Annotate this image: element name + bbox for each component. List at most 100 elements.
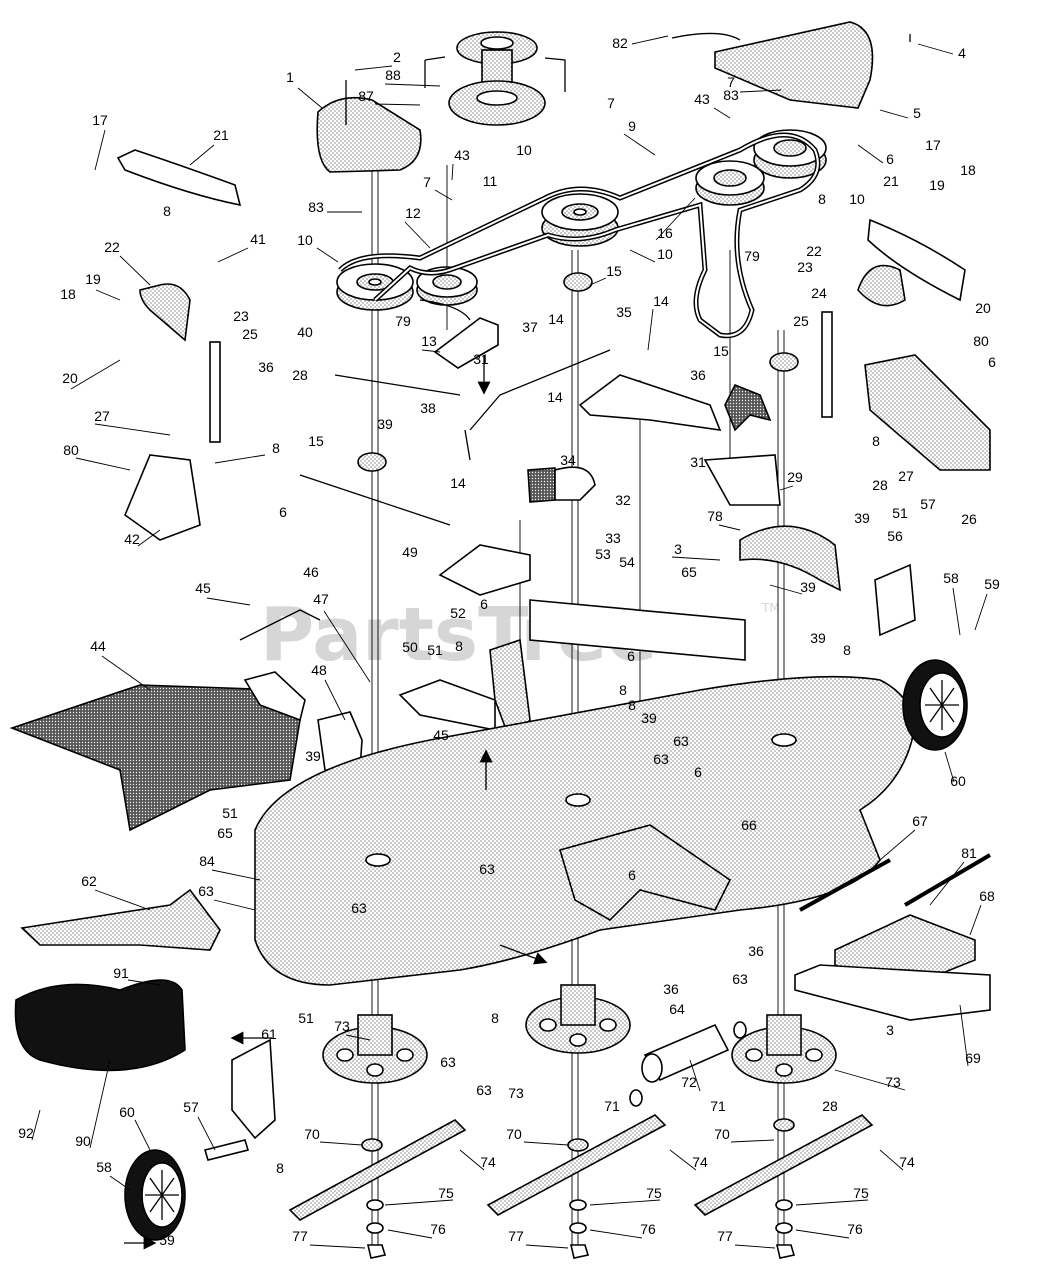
callout-73: 73: [508, 1085, 524, 1101]
callout-79: 79: [744, 248, 760, 264]
callout-8: 8: [818, 191, 826, 207]
callout-73: 73: [885, 1074, 901, 1090]
callout-57: 57: [920, 496, 936, 512]
callout-84: 84: [199, 853, 215, 869]
callout-3: 3: [886, 1022, 894, 1038]
callout-80: 80: [63, 442, 79, 458]
deflector-and-cover: [14, 888, 221, 1072]
callout-23: 23: [233, 308, 249, 324]
callout-51: 51: [222, 805, 238, 821]
direction-arrows: [124, 355, 772, 1250]
spindle-bearing-15-center: [563, 272, 593, 292]
callout-leader-lines: [31, 35, 988, 1249]
callout-36: 36: [690, 367, 706, 383]
callout-80: 80: [973, 333, 989, 349]
callout-10: 10: [297, 232, 313, 248]
callout-50: 50: [402, 639, 418, 655]
callout-22: 22: [104, 239, 120, 255]
callout-2: 2: [393, 49, 401, 65]
callout-75: 75: [438, 1185, 454, 1201]
wheel-right: [902, 659, 968, 751]
callout-81: 81: [961, 845, 977, 861]
callout-6: 6: [627, 648, 635, 664]
callout-63: 63: [351, 900, 367, 916]
callout-56: 56: [887, 528, 903, 544]
callout-20: 20: [975, 300, 991, 316]
callout-39: 39: [800, 579, 816, 595]
callout-25: 25: [793, 313, 809, 329]
callout-8: 8: [272, 440, 280, 456]
callout-74: 74: [899, 1154, 915, 1170]
callout-14: 14: [653, 293, 669, 309]
spindle-housings: [322, 984, 837, 1084]
callout-70: 70: [304, 1126, 320, 1142]
callout-53: 53: [595, 546, 611, 562]
callout-6: 6: [988, 354, 996, 370]
callout-37: 37: [522, 319, 538, 335]
callout-88: 88: [385, 67, 401, 83]
callout-51: 51: [892, 505, 908, 521]
callout-21: 21: [883, 173, 899, 189]
callout-52: 52: [450, 605, 466, 621]
spindle-housing-right: [731, 1014, 837, 1084]
callout-6: 6: [628, 867, 636, 883]
callout-36: 36: [258, 359, 274, 375]
idler-bracket-assemblies: [239, 299, 916, 771]
callout-58: 58: [943, 570, 959, 586]
callout-60: 60: [119, 1104, 135, 1120]
callout-61: 61: [261, 1026, 277, 1042]
callout-63: 63: [732, 971, 748, 987]
callout-58: 58: [96, 1159, 112, 1175]
callout-8: 8: [455, 638, 463, 654]
callout-41: 41: [250, 231, 266, 247]
callout-21: 21: [213, 127, 229, 143]
callout-38: 38: [420, 400, 436, 416]
callout-39: 39: [854, 510, 870, 526]
callout-17: 17: [92, 112, 108, 128]
callout-83: 83: [308, 199, 324, 215]
discharge-chute: [9, 671, 306, 832]
callout-18: 18: [960, 162, 976, 178]
callout-74: 74: [692, 1154, 708, 1170]
callout-13: 13: [421, 333, 437, 349]
callout-34: 34: [560, 452, 576, 468]
callout-79: 79: [395, 313, 411, 329]
watermark-trademark: TM: [761, 601, 780, 615]
callout-31: 31: [473, 351, 489, 367]
callout-46: 46: [303, 564, 319, 580]
callout-18: 18: [60, 286, 76, 302]
callout-20: 20: [62, 370, 78, 386]
callout-92: 92: [18, 1125, 34, 1141]
callout-28: 28: [822, 1098, 838, 1114]
callout-76: 76: [640, 1221, 656, 1237]
callout-8: 8: [619, 682, 627, 698]
callout-77: 77: [508, 1228, 524, 1244]
deck-roller: [629, 1021, 747, 1107]
callout-8: 8: [276, 1160, 284, 1176]
callout-24: 24: [811, 285, 827, 301]
callout-59: 59: [984, 576, 1000, 592]
callout-19: 19: [85, 271, 101, 287]
callout-71: 71: [604, 1098, 620, 1114]
callout-14: 14: [450, 475, 466, 491]
callout-71: 71: [710, 1098, 726, 1114]
mower-deck-shell: [254, 675, 914, 986]
right-pulley-10: [753, 129, 827, 179]
callout-63: 63: [479, 861, 495, 877]
belt-cover-right: [671, 21, 911, 109]
callout-26: 26: [961, 511, 977, 527]
callout-82: 82: [612, 35, 628, 51]
callout-48: 48: [311, 662, 327, 678]
callout-39: 39: [641, 710, 657, 726]
callout-42: 42: [124, 531, 140, 547]
callout-10: 10: [516, 142, 532, 158]
callout-77: 77: [292, 1228, 308, 1244]
drive-pulley-left: [336, 263, 414, 311]
callout-28: 28: [292, 367, 308, 383]
callout-70: 70: [506, 1126, 522, 1142]
callout-27: 27: [898, 468, 914, 484]
callout-72: 72: [681, 1074, 697, 1090]
callout-62: 62: [81, 873, 97, 889]
callout-7: 7: [423, 174, 431, 190]
callout-12: 12: [405, 205, 421, 221]
